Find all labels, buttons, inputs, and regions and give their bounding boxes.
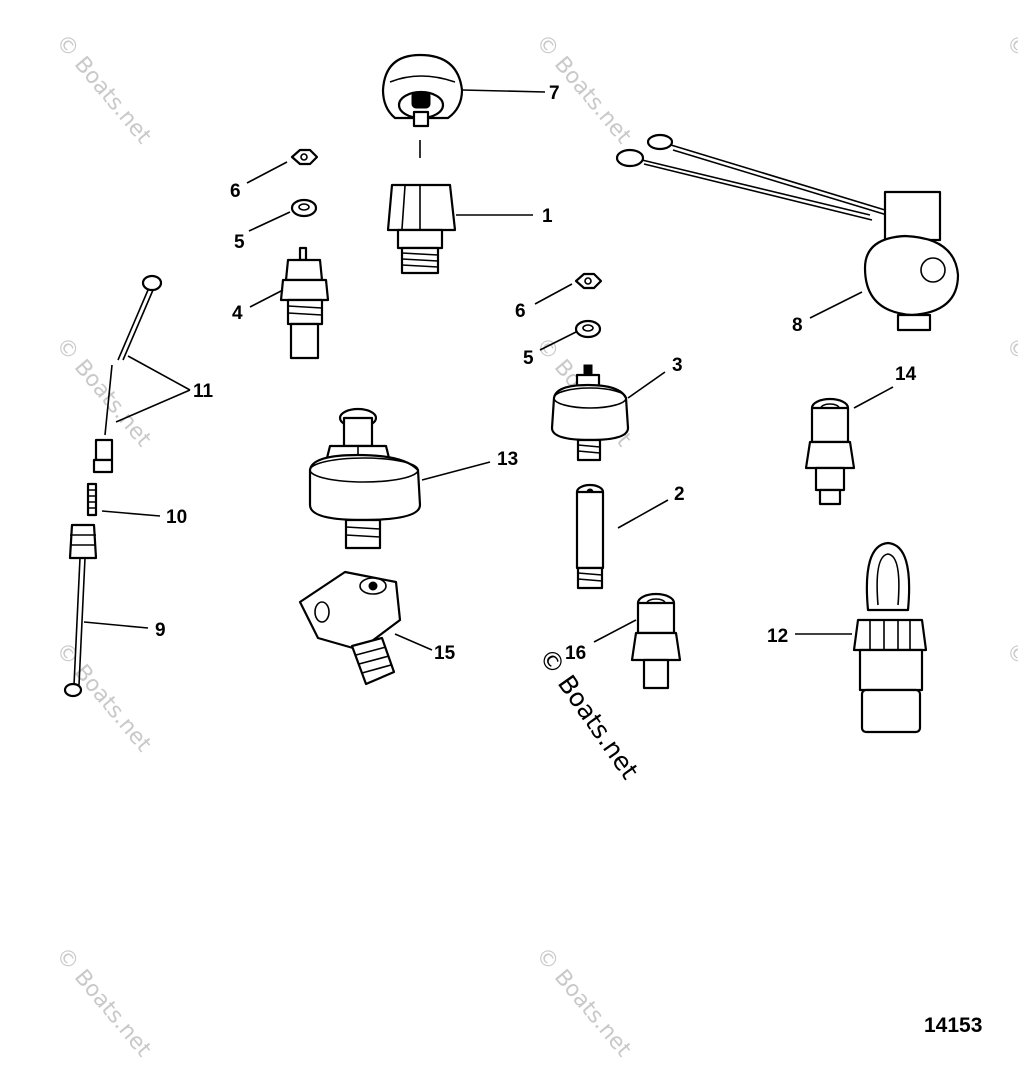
watermark: © Boats.net (50, 943, 156, 1062)
callout-15: 15 (434, 643, 456, 664)
callout-5a: 5 (234, 232, 245, 253)
callout-11: 11 (193, 381, 214, 402)
part-15-elbow-fitting (298, 570, 402, 686)
watermark: © Boats.net (1000, 30, 1018, 149)
watermark: © Boats.net (530, 30, 636, 149)
callout-labels: 7 6 1 5 4 6 8 5 11 3 14 13 2 10 9 12 15 … (155, 83, 917, 664)
part-1-hex-adapter (386, 183, 457, 275)
drawing-number: 14153 (924, 1014, 982, 1037)
leader-lines (83, 89, 894, 651)
part-13-oil-pressure-sender (308, 407, 422, 550)
part-12-connector (852, 541, 928, 734)
part-2-spacer (575, 483, 605, 590)
callout-3: 3 (672, 355, 683, 376)
part-6-nut-upper (290, 148, 319, 166)
part-5-washer-upper (290, 198, 318, 218)
callout-6b: 6 (515, 301, 526, 322)
part-4-temp-sender (279, 246, 330, 360)
callout-12: 12 (767, 626, 788, 647)
part-9-wire-lead (63, 523, 98, 698)
watermark: © Boats.net (50, 30, 156, 149)
watermark: © Boats.net (50, 333, 156, 452)
callout-16: 16 (565, 643, 586, 664)
watermark: © Boats.net (1000, 333, 1018, 452)
part-14-fitting (804, 397, 856, 506)
callout-9: 9 (155, 620, 166, 641)
part-10-terminal (86, 482, 98, 517)
watermarks: © Boats.net © Boats.net © Boats.net © Bo… (50, 30, 1018, 1062)
part-6-nut-middle (574, 272, 603, 290)
part-5-washer-middle (574, 319, 602, 339)
callout-5b: 5 (523, 348, 534, 369)
watermark: © Boats.net (50, 638, 156, 757)
part-16-fitting (630, 592, 682, 690)
callout-10: 10 (166, 507, 187, 528)
callout-2: 2 (674, 484, 685, 505)
callout-7: 7 (549, 83, 560, 104)
part-7-pressure-sender (381, 53, 464, 158)
callout-14: 14 (895, 364, 917, 385)
part-3-pressure-switch (550, 364, 630, 462)
part-11-wire-lead (92, 274, 163, 474)
callout-13: 13 (497, 449, 518, 470)
watermark-main: © Boats.net (533, 643, 644, 785)
callout-8: 8 (792, 315, 803, 336)
watermark: © Boats.net (1000, 638, 1018, 757)
callout-6a: 6 (230, 181, 241, 202)
callout-1: 1 (542, 206, 553, 227)
part-8-sensor-harness (615, 133, 960, 332)
callout-4: 4 (232, 303, 243, 324)
watermark: © Boats.net (530, 943, 636, 1062)
